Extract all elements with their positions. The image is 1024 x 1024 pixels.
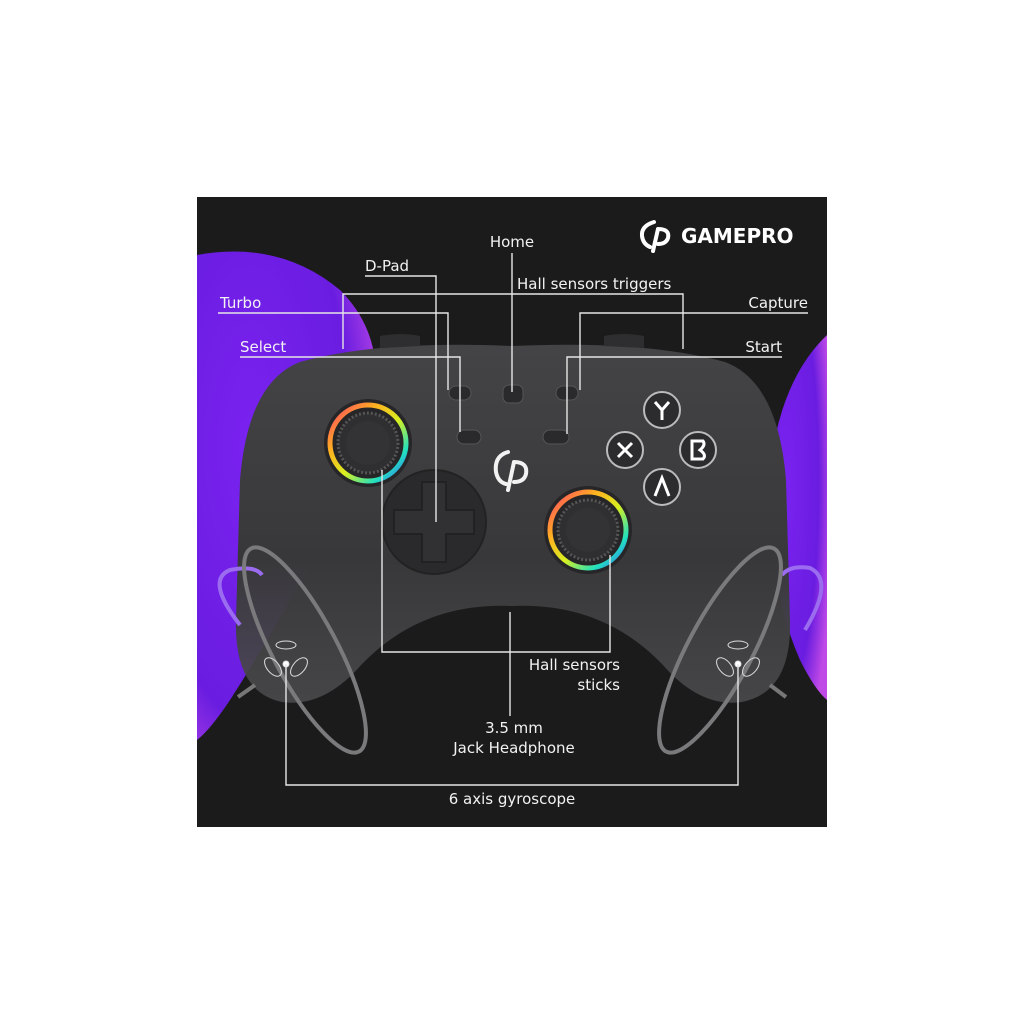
gamepro-logo-icon xyxy=(493,450,529,492)
brand-logo: GAMEPRO xyxy=(639,220,794,253)
right-stick[interactable] xyxy=(544,486,632,574)
label-gyro: 6 axis gyroscope xyxy=(449,790,576,808)
label-hall-sticks-2: sticks xyxy=(577,676,620,694)
home-button[interactable] xyxy=(502,384,524,404)
select-button[interactable] xyxy=(456,429,482,445)
label-hall-triggers: Hall sensors triggers xyxy=(517,275,672,293)
start-button[interactable] xyxy=(542,429,570,445)
label-dpad: D-Pad xyxy=(365,257,409,275)
label-turbo: Turbo xyxy=(219,294,261,312)
rotation-arrow-right-icon xyxy=(657,545,824,755)
dpad[interactable] xyxy=(381,469,487,575)
label-hall-sticks-1: Hall sensors xyxy=(529,656,620,674)
button-y[interactable] xyxy=(643,391,681,429)
leader-lines xyxy=(218,253,808,786)
button-x[interactable] xyxy=(606,431,644,469)
shoulder-bumpers xyxy=(380,334,644,348)
label-jack-2: Jack Headphone xyxy=(452,739,574,757)
label-home: Home xyxy=(490,233,534,251)
rotation-arrow-left-icon xyxy=(217,545,368,755)
left-stick[interactable] xyxy=(324,399,412,487)
button-a[interactable] xyxy=(643,468,681,506)
label-start: Start xyxy=(745,338,782,356)
button-b[interactable] xyxy=(679,431,717,469)
label-jack-1: 3.5 mm xyxy=(485,719,543,737)
label-capture: Capture xyxy=(748,294,808,312)
brand-name: GAMEPRO xyxy=(681,224,794,248)
label-select: Select xyxy=(240,338,286,356)
